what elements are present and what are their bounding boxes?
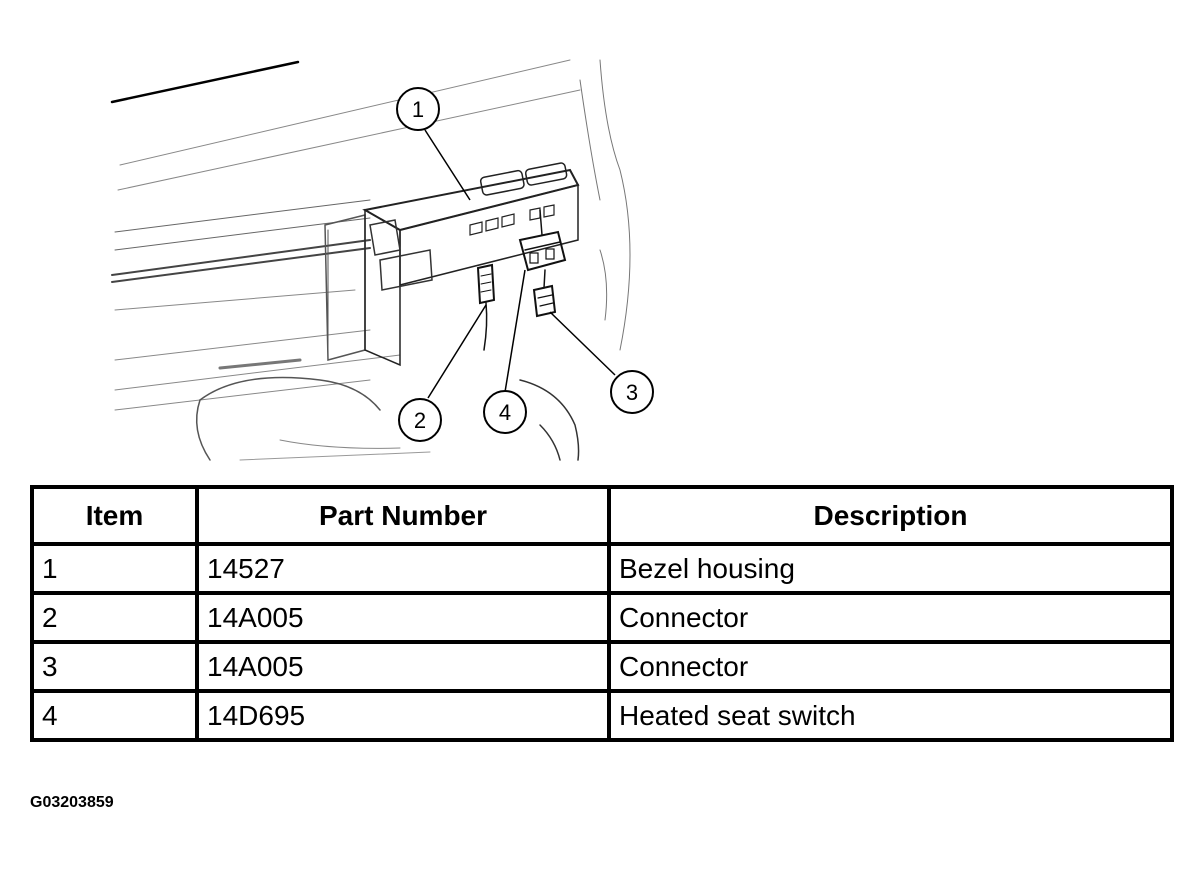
column-header-part-number: Part Number <box>195 485 611 546</box>
column-header-item: Item <box>30 485 199 546</box>
callout-4-label: 4 <box>499 400 511 425</box>
callout-3-label: 3 <box>626 380 638 405</box>
item-cell: 2 <box>30 591 199 644</box>
part-number-cell: 14527 <box>195 542 611 595</box>
description-cell: Connector <box>607 591 1174 644</box>
table-row: 2 14A005 Connector <box>30 591 1174 644</box>
item-cell: 4 <box>30 689 199 742</box>
item-cell: 3 <box>30 640 199 693</box>
part-number-cell: 14A005 <box>195 591 611 644</box>
part-number-cell: 14D695 <box>195 689 611 742</box>
component-location-illustration: 1 2 3 4 <box>110 59 654 461</box>
table-header-row: Item Part Number Description <box>30 485 1174 546</box>
line-art <box>110 59 631 461</box>
table-row: 3 14A005 Connector <box>30 640 1174 693</box>
leader-lines <box>424 129 616 399</box>
table-row: 4 14D695 Heated seat switch <box>30 689 1174 742</box>
part-number-cell: 14A005 <box>195 640 611 693</box>
column-header-description: Description <box>607 485 1174 546</box>
figure-id: G03203859 <box>30 794 114 811</box>
callout-4: 4 <box>483 390 527 434</box>
parts-table: Item Part Number Description 1 14527 Bez… <box>30 485 1174 742</box>
description-cell: Connector <box>607 640 1174 693</box>
callout-1-label: 1 <box>412 97 424 122</box>
description-cell: Bezel housing <box>607 542 1174 595</box>
description-cell: Heated seat switch <box>607 689 1174 742</box>
callout-1: 1 <box>396 87 440 131</box>
callout-3: 3 <box>610 370 654 414</box>
callout-2: 2 <box>398 398 442 442</box>
item-cell: 1 <box>30 542 199 595</box>
table-row: 1 14527 Bezel housing <box>30 542 1174 595</box>
callout-2-label: 2 <box>414 408 426 433</box>
